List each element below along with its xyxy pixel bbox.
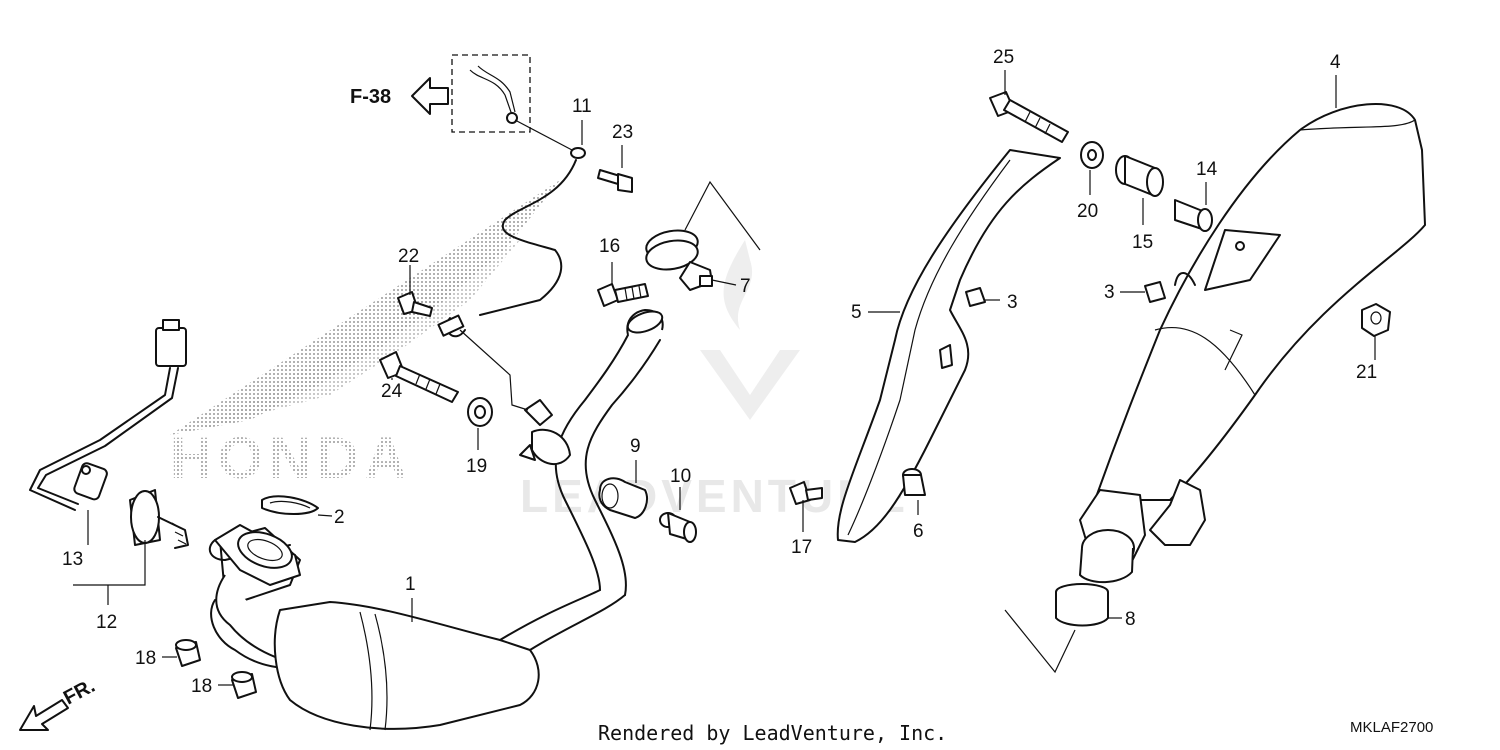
callout-7: 7 [740,276,751,297]
callout-3-a: 3 [1007,292,1018,313]
collar-3-b [1144,281,1166,303]
washer-19 [467,397,493,427]
collar-14 [1174,199,1213,232]
bolt-17 [789,481,823,505]
honda-wing-logo: HONDA [170,180,560,491]
honda-logo-text: HONDA [170,426,413,491]
connector-plug [155,327,187,367]
nut-18-a [175,639,201,667]
front-arrow-icon [19,699,69,731]
callout-18-b: 18 [191,676,212,697]
collar-3-a [965,287,986,307]
callout-2: 2 [334,507,345,528]
callout-21: 21 [1356,362,1377,383]
callout-1: 1 [405,574,416,595]
bolt-22 [397,291,433,317]
footer-credit: Rendered by LeadVenture, Inc. [598,721,947,745]
gasket-8 [1055,583,1109,627]
bolt-16 [597,283,649,307]
callout-10: 10 [670,466,691,487]
callout-15: 15 [1132,232,1153,253]
callout-9: 9 [630,436,641,457]
collar-10 [659,512,697,543]
dashed-detail-box [451,54,531,133]
flange [214,524,301,586]
nut-18-b [231,671,257,699]
callout-17: 17 [791,537,812,558]
callout-19: 19 [466,456,487,477]
front-direction: FR. [19,675,99,731]
ref-page-label: F-38 [350,86,391,108]
callout-8: 8 [1125,609,1136,630]
callout-22: 22 [398,246,419,267]
leader-lines [73,70,1376,686]
muffler-4 [1079,103,1426,584]
bolt-23 [597,169,633,193]
section-lines [684,180,1076,674]
callout-3-b: 3 [1104,282,1115,303]
gasket-2 [261,495,319,515]
callout-16: 16 [599,236,620,257]
callout-6: 6 [913,521,924,542]
callout-20: 20 [1077,201,1098,222]
ref-f38-group: F-38 [350,54,531,133]
bracket-clip [519,399,571,465]
callout-13: 13 [62,549,83,570]
callout-25: 25 [993,47,1014,68]
callout-23: 23 [612,122,633,143]
collar-15 [1115,155,1164,197]
callout-11: 11 [572,96,592,117]
callout-5: 5 [851,302,862,323]
grommet-9 [598,477,648,519]
callout-18-a: 18 [135,648,156,669]
left-arrow-icon [411,77,449,115]
bolt-25 [989,91,1069,143]
callout-24: 24 [381,381,403,402]
diagram-code: MKLAF2700 [1350,719,1433,736]
sensor-harness [29,147,586,511]
washer-20 [1080,141,1104,169]
callout-14: 14 [1196,159,1218,180]
callout-4: 4 [1330,52,1341,73]
o2-sensor [129,489,189,549]
grommet-6 [902,468,926,496]
callout-numbers: 1 2 3 3 4 5 6 7 8 9 10 11 12 13 14 15 16… [62,47,1377,697]
bolt-24 [379,351,459,403]
muffler-protector-5 [836,149,1061,543]
nut-21 [1361,303,1391,337]
ring-terminal-11 [570,147,586,159]
callout-12: 12 [96,612,117,633]
clamp-7 [645,229,713,291]
